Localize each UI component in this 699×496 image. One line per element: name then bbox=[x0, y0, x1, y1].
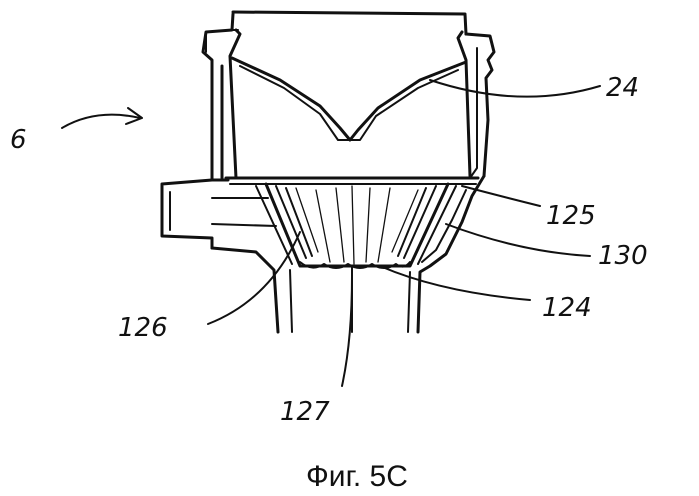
ref-124-label: 124 bbox=[542, 293, 592, 323]
ref-126-label: 126 bbox=[118, 313, 168, 343]
ref-6-label: 6 bbox=[10, 125, 27, 155]
ref-125-label: 125 bbox=[546, 201, 596, 231]
ref-130-label: 130 bbox=[598, 241, 648, 271]
ref-24-label: 24 bbox=[606, 73, 639, 103]
ref-127-label: 127 bbox=[280, 397, 330, 427]
housing bbox=[162, 12, 494, 332]
filter-cone bbox=[256, 184, 456, 268]
figure-caption: Фиг. 5С bbox=[306, 460, 408, 493]
cup-24 bbox=[226, 30, 478, 184]
